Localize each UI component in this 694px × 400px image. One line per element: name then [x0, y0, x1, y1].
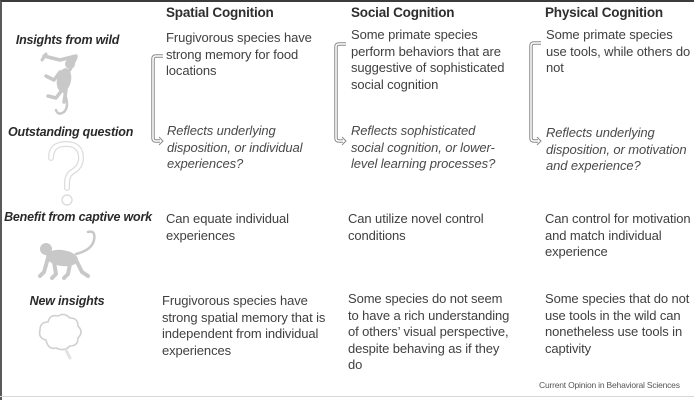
cell-captive-physical: Can control for motivation and match ind…	[545, 211, 691, 259]
column-header-spatial: Spatial Cognition	[166, 5, 274, 20]
row-header-insights-from-wild: Insights from wild	[15, 33, 120, 47]
cell-new-spatial: Frugivorous species have strong spatial …	[162, 293, 326, 358]
question-mark-icon	[48, 140, 85, 206]
cell-captive-social: Can utilize novel control conditions	[348, 211, 484, 243]
cell-captive-spatial: Can equate individual experiences	[166, 211, 289, 243]
thought-cloud-icon	[38, 313, 82, 360]
bracket-arrow-social	[334, 42, 347, 146]
cell-wild-social: Some primate species perform behaviors t…	[351, 27, 505, 92]
cell-wild-spatial: Frugivorous species have strong memory f…	[166, 30, 312, 78]
bracket-arrow-physical	[529, 41, 542, 146]
row-header-outstanding-question: Outstanding question	[8, 125, 134, 139]
walking-monkey-icon	[38, 230, 96, 280]
hanging-monkey-icon	[40, 52, 78, 115]
cell-new-physical: Some species that do not use tools in th…	[545, 291, 690, 356]
column-header-social: Social Cognition	[351, 5, 455, 20]
cell-question-physical: Reflects underlying disposition, or moti…	[546, 125, 687, 173]
column-header-physical: Physical Cognition	[545, 5, 663, 20]
cell-new-social: Some species do not seem to have a rich …	[348, 291, 510, 372]
bracket-arrow-spatial	[151, 54, 164, 146]
source-credit: Current Opinion in Behavioral Sciences	[539, 380, 680, 390]
cell-question-spatial: Reflects underlying disposition, or indi…	[167, 123, 303, 171]
row-header-benefit-captive: Benefit from captive work	[4, 210, 152, 224]
bottom-divider	[0, 396, 694, 397]
cell-question-social: Reflects sophisticated social cognition,…	[351, 123, 496, 171]
row-header-new-insights: New insights	[29, 294, 105, 308]
cell-wild-physical: Some primate species use tools, while ot…	[546, 27, 691, 75]
